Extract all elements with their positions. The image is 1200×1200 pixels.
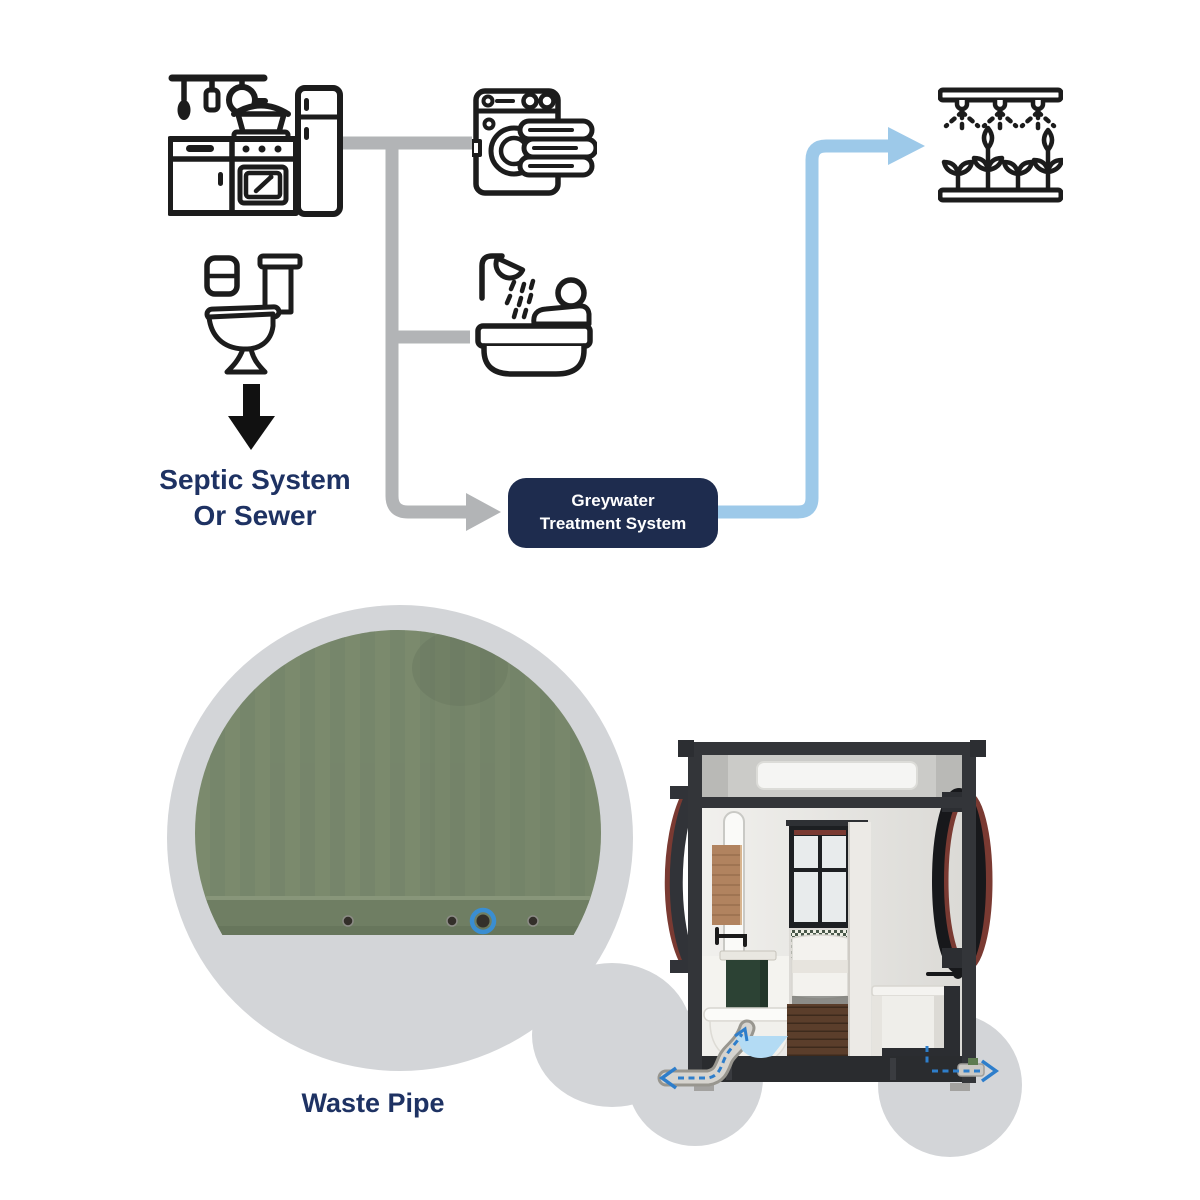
trap-water bbox=[736, 1036, 788, 1058]
container-frame bbox=[678, 740, 986, 1091]
waste-pipe-label: Waste Pipe bbox=[301, 1088, 445, 1118]
toilet-icon bbox=[204, 253, 303, 375]
toilet-drain-arrow bbox=[678, 1033, 744, 1080]
septic-label-line1: Septic System bbox=[159, 464, 351, 495]
treated-water-line bbox=[718, 139, 889, 519]
greywater-treatment-box: Greywater Treatment System bbox=[508, 478, 718, 548]
highlighted-waste-pipe-hole bbox=[476, 914, 490, 928]
blue-arrowhead bbox=[888, 127, 925, 165]
treatment-box-line2: Treatment System bbox=[539, 514, 687, 533]
irrigation-plants-icon bbox=[938, 87, 1063, 203]
water-droplets bbox=[504, 278, 536, 320]
spray-lines bbox=[943, 109, 1057, 135]
highlight-ring bbox=[469, 907, 497, 935]
folded-towels bbox=[517, 118, 597, 178]
flow-connectors bbox=[228, 127, 925, 531]
bath-shower-icon bbox=[475, 253, 593, 377]
drain-pipe-stub bbox=[957, 1063, 985, 1077]
blackwater-arrow bbox=[228, 384, 275, 450]
septic-sewer-label: Septic System Or Sewer bbox=[135, 462, 375, 535]
bedroom-window bbox=[789, 826, 849, 928]
shower-mixer bbox=[953, 969, 963, 979]
greywater-source-lines bbox=[337, 136, 472, 519]
gray-arrowhead bbox=[466, 493, 501, 531]
bedroom-doorway bbox=[786, 820, 871, 1058]
waste-pipe-zoom-inset bbox=[195, 629, 601, 935]
washing-machine-icon bbox=[472, 88, 597, 196]
main-greywater-line bbox=[385, 143, 466, 519]
plants bbox=[941, 125, 1063, 193]
septic-label-line2: Or Sewer bbox=[193, 500, 317, 532]
ceiling-light-panel bbox=[756, 761, 918, 790]
shower-area bbox=[871, 969, 963, 1060]
treatment-box-line1: Greywater bbox=[571, 491, 655, 511]
container-bathroom-render bbox=[657, 740, 1000, 1091]
greywater-outlet-arrows bbox=[658, 1026, 1000, 1090]
bed bbox=[791, 934, 849, 1004]
wood-slat-cabinet bbox=[712, 845, 742, 925]
sink-faucet bbox=[715, 927, 747, 947]
waste-pipe-outlet-holes bbox=[342, 907, 539, 935]
kitchen-icon bbox=[168, 74, 343, 217]
